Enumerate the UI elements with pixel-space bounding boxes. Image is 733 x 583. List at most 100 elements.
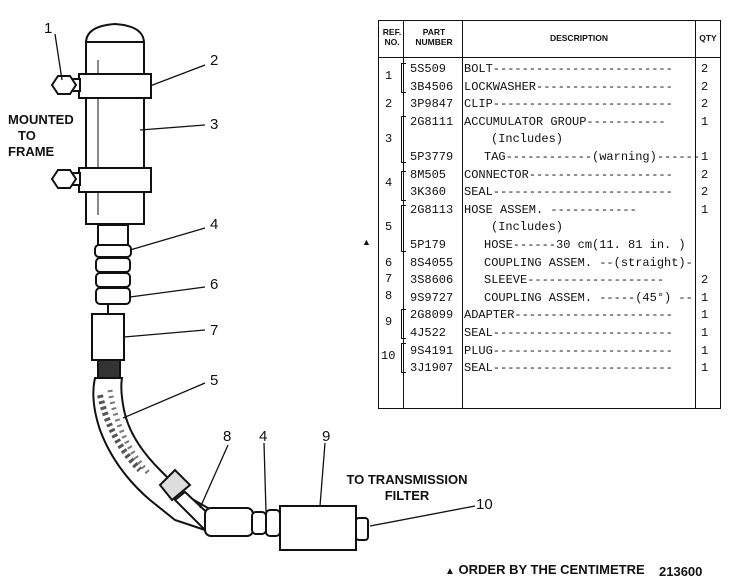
table-row: 2G8113 HOSE ASSEM. ------------ 1 [379,202,720,219]
part-qty: 2 [701,62,709,76]
ref-9: 9 [385,315,393,329]
ref-6: 6 [385,256,393,270]
ref-8: 8 [385,289,393,303]
table-row: 5P3779 TAG------------(warning)------1 [379,149,720,166]
part-number: 3K360 [410,185,447,200]
table-row: (Includes) [379,219,720,236]
table-row: 8M505 CONNECTOR-------------------- 2 [379,167,720,184]
part-qty: 1 [701,343,709,358]
table-row: 3K360 SEAL------------------------- 2 [379,184,720,201]
ref-1: 1 [385,69,393,83]
part-number: 3B4506 [410,79,454,94]
part-qty: 1 [701,326,709,340]
accumulator-cap [84,22,146,44]
order-note-mark: ▲ [445,566,455,577]
part-description: TAG------------(warning)------ [484,150,701,164]
header-description: DESCRIPTION [549,33,609,43]
part-number: 3S8606 [410,273,454,288]
accumulator-body [85,41,145,225]
mounted-line-3: FRAME [8,144,55,159]
callout-2: 2 [210,52,219,69]
part-qty: 2 [701,273,709,288]
part-number: 9S9727 [410,290,454,305]
part-number: 2G8111 [410,114,454,129]
table-row: 3P9847 CLIP------------------------- 2 [379,96,720,113]
part-description: COUPLING ASSEM. --(straight)- [484,255,693,270]
order-note-text: ORDER BY THE CENTIMETRE [458,562,645,577]
ref-7: 7 [385,272,393,286]
part-number: 5P179 [410,238,447,252]
part-description: ADAPTER---------------------- [464,308,673,323]
callout-9: 9 [322,428,331,445]
order-mark: ▲ [362,237,371,247]
part-qty: 2 [701,185,709,200]
part-description: CLIP------------------------- [464,97,673,112]
table-row: 3J1907 SEAL------------------------- 1 [379,360,720,377]
part-description: (Includes) [491,220,564,235]
part-number: 5S509 [410,62,447,76]
part-description: SEAL------------------------- [464,361,673,376]
part-qty: 1 [701,150,709,164]
header-part: PART NUMBER [415,27,453,47]
callout-10: 10 [476,496,493,513]
part-number: 8S4055 [410,255,454,270]
mounted-line-1: MOUNTED [8,112,74,127]
lower-clip [78,167,152,193]
header-ref: REF. NO. [382,27,402,47]
part-qty: 2 [701,167,709,182]
part-qty: 1 [701,308,709,323]
part-qty: 1 [701,202,709,217]
straight-sleeve [91,313,125,361]
ref-4: 4 [385,176,393,190]
mounted-line-2: TO [18,128,36,143]
part-description: (Includes) [491,132,564,147]
callout-4: 4 [210,216,219,233]
part-number: 8M505 [410,167,447,182]
ref-3: 3 [385,132,393,146]
part-number: 3P9847 [410,97,454,112]
table-row: 5S509 BOLT------------------------- 2 [379,61,720,78]
table-row: 5P179 HOSE------30 cm(11. 81 in. ) [379,237,720,254]
connector [97,224,129,246]
part-qty: 1 [701,361,709,376]
part-qty: 2 [701,97,709,112]
part-number: 2G8113 [410,202,454,217]
callout-5: 5 [210,372,219,389]
adapter [279,505,357,551]
parts-table: REF. NO. PART NUMBER DESCRIPTION QTY 5S5… [378,20,721,409]
callout-6: 6 [210,276,219,293]
ref-5: 5 [385,220,393,234]
part-qty: 2 [701,79,709,94]
header-qty: QTY [699,33,717,43]
table-row: 8S4055 COUPLING ASSEM. --(straight)- [379,255,720,272]
callout-1: 1 [44,20,53,37]
part-description: PLUG------------------------- [464,343,673,358]
table-row: 2G8099 ADAPTER---------------------- 1 [379,307,720,324]
part-number: 5P3779 [410,150,454,164]
drawing-code: 213600 [659,564,703,579]
callout-7: 7 [210,322,219,339]
order-note: ▲ ORDER BY THE CENTIMETRE [445,562,645,577]
part-description: CONNECTOR-------------------- [464,167,673,182]
table-row: (Includes) [379,131,720,148]
part-number: 3J1907 [410,361,454,376]
part-description: SEAL------------------------- [464,185,673,200]
part-number: 2G8099 [410,308,454,323]
part-description: HOSE------30 cm(11. 81 in. ) [484,238,686,252]
straight-coupling-nut [95,287,131,305]
upper-clip [78,73,152,99]
mounted-label: MOUNTED TO FRAME [8,112,74,160]
part-description: BOLT------------------------- [464,62,673,76]
part-number: 4J522 [410,326,447,340]
transmission-line-1: TO TRANSMISSION [346,472,468,487]
part-qty: 1 [701,290,709,305]
transmission-line-2: FILTER [384,488,430,503]
part-qty: 1 [701,114,709,129]
part-number: 9S4191 [410,343,454,358]
part-description: HOSE ASSEM. ------------ [464,202,637,217]
